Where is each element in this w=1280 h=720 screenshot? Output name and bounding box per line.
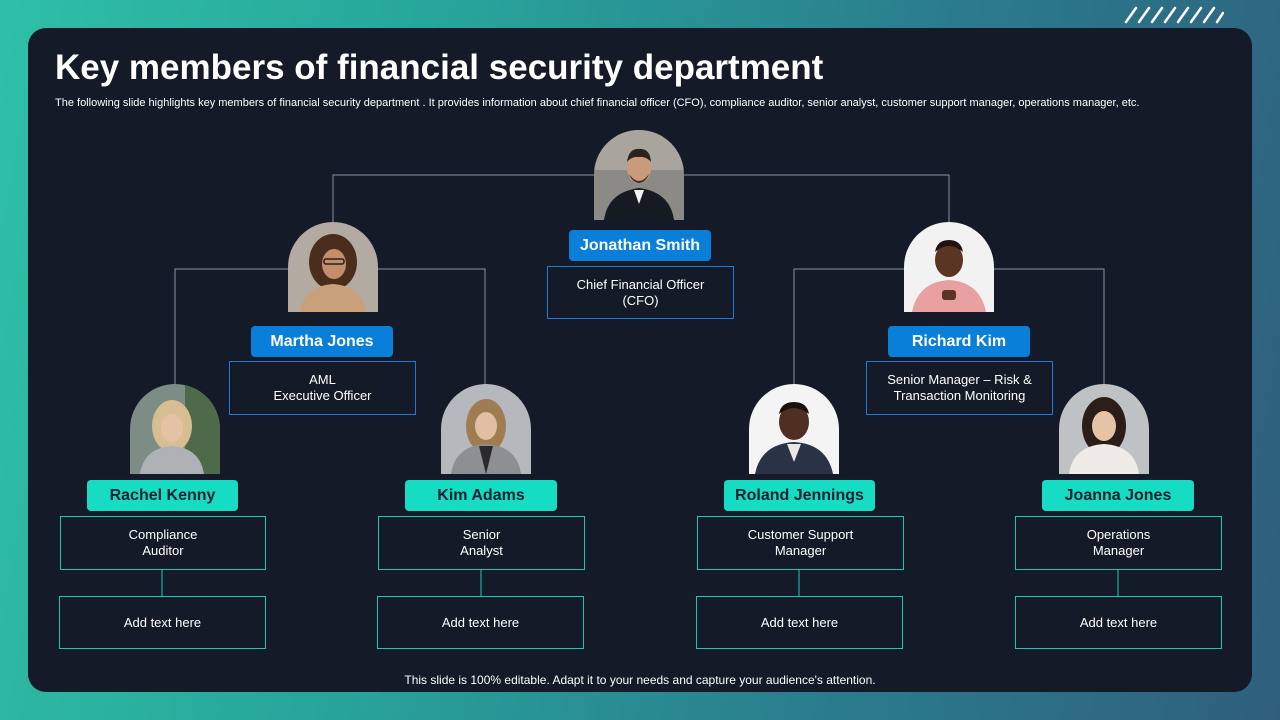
connector-martha-right	[376, 268, 486, 387]
name-roland: Roland Jennings	[724, 480, 875, 511]
person-photo-icon	[904, 222, 994, 312]
connector-richard-left	[793, 268, 906, 387]
person-photo-icon	[594, 130, 684, 220]
role-martha-line1: AML	[309, 372, 336, 387]
person-photo-icon	[749, 384, 839, 474]
role-kim-line1: Senior	[462, 527, 501, 542]
name-kim: Kim Adams	[405, 480, 557, 511]
role-roland: Customer Support Manager	[697, 516, 904, 570]
role-richard: Senior Manager – Risk & Transaction Moni…	[866, 361, 1053, 415]
avatar-jonathan	[594, 130, 684, 220]
name-martha: Martha Jones	[251, 326, 393, 357]
avatar-joanna	[1059, 384, 1149, 474]
note-joanna[interactable]: Add text here	[1015, 596, 1222, 649]
role-kim: Senior Analyst	[378, 516, 585, 570]
person-photo-icon	[1059, 384, 1149, 474]
connector-cfo-right	[683, 174, 950, 225]
name-rachel: Rachel Kenny	[87, 480, 238, 511]
role-joanna: Operations Manager	[1015, 516, 1222, 570]
role-roland-line2: Manager	[774, 543, 827, 558]
role-martha: AML Executive Officer	[229, 361, 416, 415]
note-roland[interactable]: Add text here	[696, 596, 903, 649]
role-martha-line2: Executive Officer	[273, 388, 372, 403]
role-rachel: Compliance Auditor	[60, 516, 266, 570]
role-richard-line1: Senior Manager – Risk &	[887, 372, 1032, 387]
role-joanna-line2: Manager	[1092, 543, 1145, 558]
note-kim[interactable]: Add text here	[377, 596, 584, 649]
connector-cfo-left	[332, 174, 595, 225]
role-roland-line1: Customer Support	[747, 527, 854, 542]
avatar-kim	[441, 384, 531, 474]
role-kim-line2: Analyst	[460, 543, 503, 558]
page-subtitle: The following slide highlights key membe…	[55, 97, 1140, 109]
role-jonathan-line2: (CFO)	[622, 292, 659, 308]
avatar-martha	[288, 222, 378, 312]
role-joanna-line1: Operations	[1086, 527, 1151, 542]
name-richard: Richard Kim	[888, 326, 1030, 357]
avatar-rachel	[130, 384, 220, 474]
diagonal-stripes-icon	[1124, 6, 1224, 24]
role-rachel-line2: Auditor	[142, 543, 184, 558]
name-jonathan: Jonathan Smith	[569, 230, 711, 261]
role-rachel-line1: Compliance	[128, 527, 198, 542]
connector-martha-left	[174, 268, 290, 387]
person-photo-icon	[130, 384, 220, 474]
role-richard-line2: Transaction Monitoring	[893, 388, 1026, 403]
person-photo-icon	[441, 384, 531, 474]
connector-richard-right	[992, 268, 1105, 387]
name-joanna: Joanna Jones	[1042, 480, 1194, 511]
note-rachel[interactable]: Add text here	[59, 596, 266, 649]
role-jonathan-line1: Chief Financial Officer	[576, 276, 705, 292]
footer-note: This slide is 100% editable. Adapt it to…	[404, 673, 876, 687]
person-photo-icon	[288, 222, 378, 312]
avatar-roland	[749, 384, 839, 474]
role-jonathan: Chief Financial Officer (CFO)	[547, 266, 734, 319]
page-title: Key members of financial security depart…	[55, 48, 824, 87]
avatar-richard	[904, 222, 994, 312]
